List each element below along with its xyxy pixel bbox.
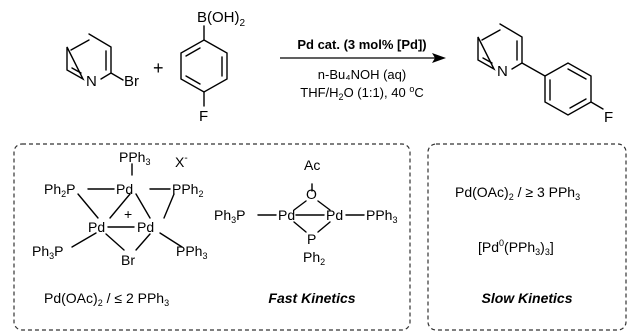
cluster-left-ph2p: Ph2P [44,181,75,199]
dimer-left-pd: Pd [278,207,295,223]
cluster-right-pph3: PPh3 [176,243,207,261]
cluster-counterion: X- [175,153,188,170]
dimer-right-pph3: PPh3 [366,207,397,225]
slow-box-line2: [Pd0(PPh3)3] [478,238,554,257]
cluster-charge: + [124,206,132,222]
cluster-bridging-br: Br [121,252,135,268]
product-fluorine: F [604,109,613,126]
product-nitrogen: N [497,63,508,80]
dimer-ph2: Ph2 [303,249,325,267]
dimer-acetate-o: O [306,186,317,202]
slow-kinetics-label: Slow Kinetics [481,290,572,306]
pd-cluster-structure: PPh3 X- Ph2P Pd PPh2 + Pd Pd Ph3P PPh3 B… [32,149,207,268]
fast-kinetics-label: Fast Kinetics [268,290,355,306]
solvent-label: THF/H2O (1:1), 40 oC [300,84,423,102]
pd-dimer-structure: Ac O Ph3P Pd Pd PPh3 P Ph2 [214,157,397,267]
cluster-right-pd: Pd [137,219,154,235]
boronic-acid-fluorine: F [199,108,208,125]
dimer-bridging-p: P [307,231,316,247]
reaction-conditions: Pd cat. (3 mol% [Pd]) n-Bu₄NOH (aq) THF/… [280,37,446,102]
boronic-acid-structure: B(OH)2 F [180,9,246,125]
dimer-acetate-ac: Ac [304,157,320,173]
dimer-left-ph3p: Ph3P [214,207,245,225]
fast-box-caption: Pd(OAc)2 / ≤ 2 PPh3 [44,290,169,308]
catalyst-label: Pd cat. (3 mol% [Pd]) [297,37,426,52]
product-structure: N F [477,23,613,126]
dimer-right-pd: Pd [326,207,343,223]
cluster-top-pd: Pd [116,181,133,197]
fast-kinetics-box [13,143,411,331]
boronic-acid-group: B(OH)2 [197,9,246,29]
slow-kinetics-box [427,143,627,331]
bromopyridine-structure: N Br [66,33,139,90]
cluster-top-pph3: PPh3 [119,149,150,167]
slow-box-line1: Pd(OAc)2 / ≥ 3 PPh3 [455,184,580,202]
cluster-left-ph3p: Ph3P [32,243,63,261]
base-label: n-Bu₄NOH (aq) [318,67,406,82]
plus-sign: + [153,58,164,78]
bromopyridine-nitrogen: N [86,73,97,90]
cluster-right-pph2: PPh2 [172,181,203,199]
cluster-left-pd: Pd [88,219,105,235]
arrow-head [432,53,446,63]
bromopyridine-bromine: Br [124,73,139,90]
